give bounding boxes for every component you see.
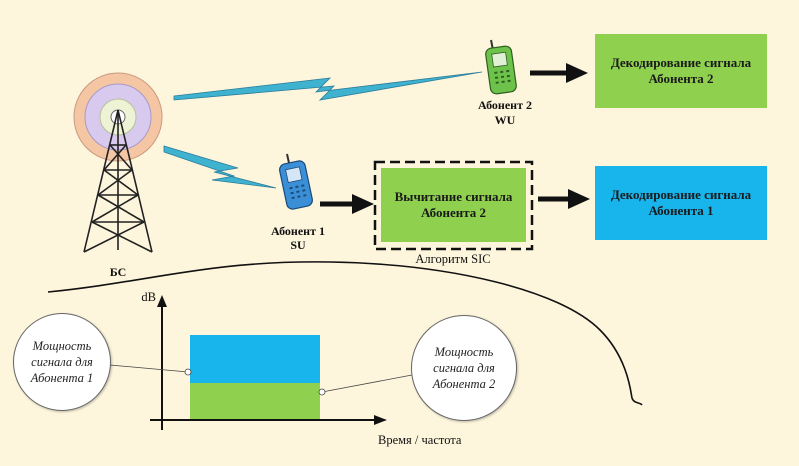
abonent2-code: WU: [494, 113, 516, 127]
subtract-abonent2-box: Вычитание сигнала Абонента 2: [381, 168, 526, 242]
chart-x-label: Время / частота: [378, 433, 462, 447]
sic-frame: [373, 160, 534, 251]
decode-abonent2-box: Декодирование сигнала Абонента 2: [595, 34, 767, 108]
separator-curve: [47, 261, 643, 406]
chart-bar-abonent1: [190, 335, 320, 383]
base-station-icon: [73, 72, 163, 253]
callout-line-2: [321, 374, 413, 393]
chart-bar-abonent2: [190, 383, 320, 420]
bubble-abonent1-power: Мощность сигнала для Абонента 1: [13, 313, 111, 411]
chart-axes: [150, 295, 387, 430]
callout-dot-1: [184, 368, 192, 376]
callout-dot-2: [318, 388, 326, 396]
decode-abonent1-box: Декодирование сигнала Абонента 1: [595, 166, 767, 240]
phone-wu-icon: [485, 39, 517, 95]
radio-link-wu-icon: [173, 71, 483, 101]
sic-label: Алгоритм SIC: [415, 252, 491, 266]
bubble-abonent2-power: Мощность сигнала для Абонента 2: [411, 315, 517, 421]
base-station-label: БС: [109, 265, 127, 279]
abonent1-code: SU: [290, 238, 306, 252]
phone-su-icon: [279, 153, 313, 210]
callout-line-1: [109, 364, 189, 373]
chart-y-label: dB: [141, 290, 156, 304]
radio-link-su-icon: [163, 145, 277, 189]
arrow-icon: [320, 63, 590, 214]
abonent1-name: Абонент 1: [271, 224, 325, 238]
abonent2-name: Абонент 2: [478, 98, 532, 112]
